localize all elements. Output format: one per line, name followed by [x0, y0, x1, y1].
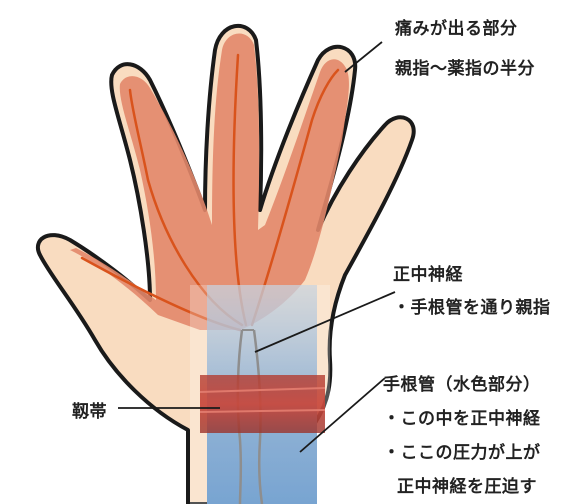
- pain-area-title: 痛みが出る部分: [395, 14, 518, 39]
- pain-area-subtitle: 親指〜薬指の半分: [395, 54, 570, 79]
- ligament-band: [200, 375, 325, 433]
- carpal-tunnel-line1: ・この中を正中神経: [383, 404, 570, 429]
- ligament-label: 靱帯: [72, 397, 107, 422]
- median-nerve-subtitle: ・手根管を通り親指: [393, 293, 570, 318]
- carpal-tunnel-line3: 正中神経を圧迫す: [397, 472, 570, 497]
- median-nerve-title: 正中神経: [393, 260, 463, 285]
- carpal-tunnel-title: 手根管（水色部分）: [383, 370, 570, 395]
- carpal-tunnel-line2: ・ここの圧力が上が: [383, 438, 570, 463]
